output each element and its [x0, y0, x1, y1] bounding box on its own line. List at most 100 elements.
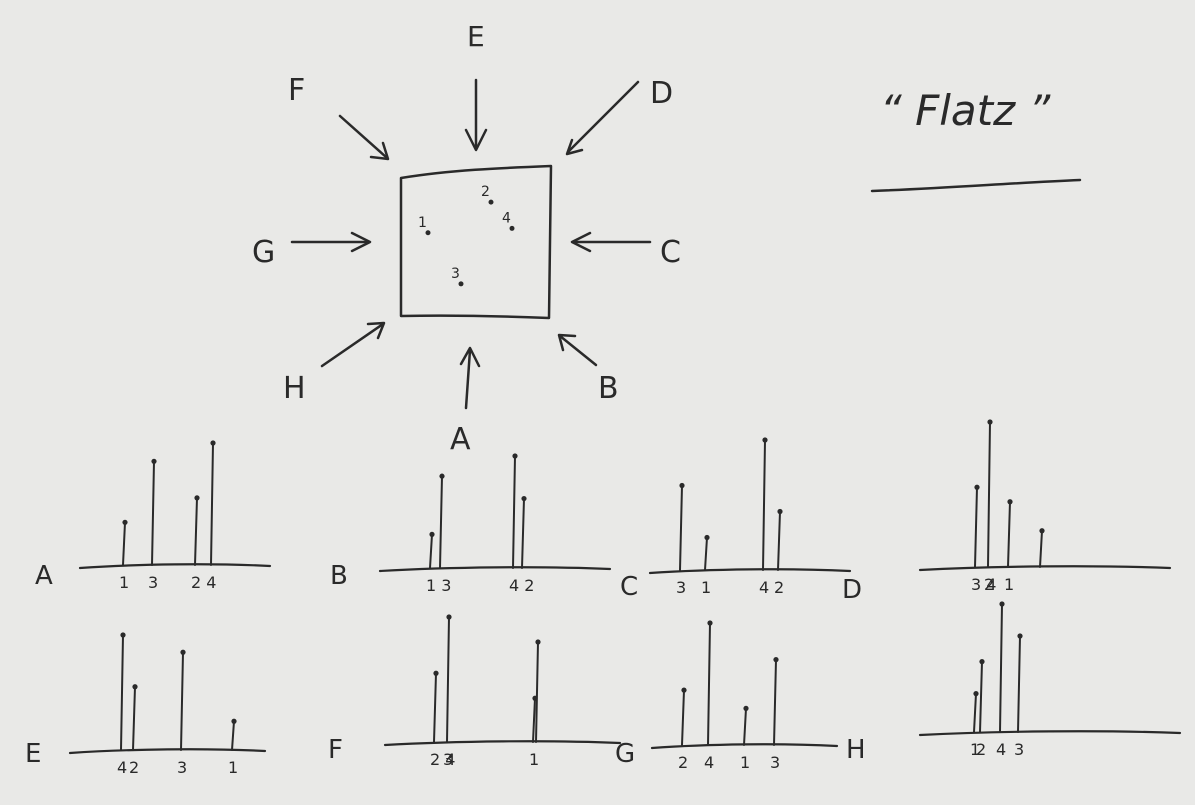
projection-axis	[918, 730, 1182, 737]
note-text: “ Flatz ”	[880, 86, 1052, 135]
projection-stem-tip	[535, 639, 541, 645]
projection-stem-tip	[1007, 499, 1013, 505]
projection-label: E	[25, 739, 41, 769]
projection-stem-tip	[1017, 633, 1023, 639]
projection-tick-label: 2	[976, 740, 986, 759]
projection-stem	[446, 616, 450, 743]
projection-stem-tip	[433, 670, 439, 676]
projection-label: D	[842, 575, 862, 605]
projection-tick-label: 2	[774, 578, 784, 597]
projection-axis	[648, 568, 852, 575]
projection-stem-tip	[122, 519, 128, 525]
projection-axis	[918, 565, 1172, 572]
projection-tick-label: 3	[177, 758, 187, 777]
projection-stem-tip	[132, 684, 138, 690]
projection-stem	[1017, 635, 1021, 733]
projection-axis	[383, 740, 622, 747]
projection-stem	[999, 603, 1003, 733]
projection-label: F	[328, 735, 343, 765]
projection-stem	[521, 497, 525, 569]
point-label: 3	[451, 266, 460, 282]
projection-stem-tip	[973, 691, 979, 697]
arrow-h: H	[283, 321, 386, 406]
point-label: 2	[481, 184, 490, 200]
projection-tick-label: 3	[770, 753, 780, 772]
projection-tick-label: 2	[678, 753, 688, 772]
projection-stem-tip	[521, 495, 527, 502]
projection-tick-label: 4	[759, 578, 769, 597]
projection-tick-label: 1	[1004, 575, 1014, 594]
box-point-2: 2	[481, 184, 494, 205]
projection-stem	[231, 720, 235, 751]
projection-tick-label: 1 3	[426, 576, 451, 595]
note-underline	[870, 178, 1082, 193]
projection-stem-tip	[512, 453, 518, 459]
projection-tick-label: 2 4	[191, 573, 216, 592]
projection-stem	[974, 486, 978, 568]
projection-stem-tip	[194, 495, 200, 501]
direction-label-e: E	[467, 20, 485, 53]
projection-stem-tip	[762, 437, 768, 443]
projection-stem-tip	[707, 620, 713, 626]
projection-stem	[1039, 529, 1043, 568]
projection-stem-tip	[120, 632, 126, 638]
projection-axis	[78, 563, 272, 570]
projection-stem-tip	[987, 419, 993, 425]
projection-label: A	[35, 561, 53, 591]
projection-tick-label: 2 4	[430, 750, 455, 769]
projection-stem	[120, 634, 124, 751]
projection-stem	[679, 484, 683, 571]
projection-stem	[210, 442, 214, 566]
projection-tick-label: 3 4	[971, 575, 996, 594]
projection-stem-tip	[231, 718, 237, 724]
projection-label: H	[846, 735, 866, 765]
projection-box	[399, 164, 553, 320]
note: “ Flatz ”	[870, 86, 1082, 193]
point-dot	[425, 230, 431, 236]
direction-label-f: F	[288, 73, 305, 108]
projection-stem-tip	[446, 614, 452, 620]
projection-stem	[762, 439, 766, 571]
projection-tick-label: 1	[228, 758, 238, 777]
projection-tick-label: 2	[984, 575, 994, 594]
projection-tick-label: 1	[740, 753, 750, 772]
projection-tick-label: 3	[1014, 740, 1024, 759]
projection-axis	[378, 566, 612, 573]
arrow-g: G	[252, 231, 372, 270]
projection-stem-tip	[773, 657, 779, 663]
direction-label-c: C	[660, 235, 681, 270]
projection-stem-tip	[999, 601, 1005, 607]
point-dot	[509, 225, 515, 231]
projection-stem	[773, 658, 777, 746]
projection-stem	[707, 622, 711, 746]
projection-stem-tip	[210, 440, 216, 446]
projection-stem	[532, 697, 536, 743]
projection-label: G	[615, 739, 635, 769]
projection-tick-label: 4	[996, 740, 1006, 759]
direction-label-g: G	[252, 235, 275, 270]
projection-label: B	[330, 561, 348, 591]
projection-stem-tip	[439, 473, 445, 479]
projection-tick-label: 1	[701, 578, 711, 597]
projection-stem-tip	[974, 484, 980, 490]
projection-stem	[681, 689, 685, 746]
projection-tick-label: 3	[148, 573, 158, 592]
box-point-4: 4	[502, 210, 515, 231]
projection-stem	[535, 641, 539, 743]
projection-stem	[987, 421, 991, 568]
arrow-e: E	[464, 20, 488, 152]
projection-stem	[1007, 500, 1011, 568]
projection-stem-tip	[979, 659, 985, 665]
projection-stem	[512, 455, 516, 569]
direction-label-h: H	[283, 371, 306, 406]
arrow-f: F	[288, 73, 390, 161]
projection-stem	[180, 651, 184, 751]
